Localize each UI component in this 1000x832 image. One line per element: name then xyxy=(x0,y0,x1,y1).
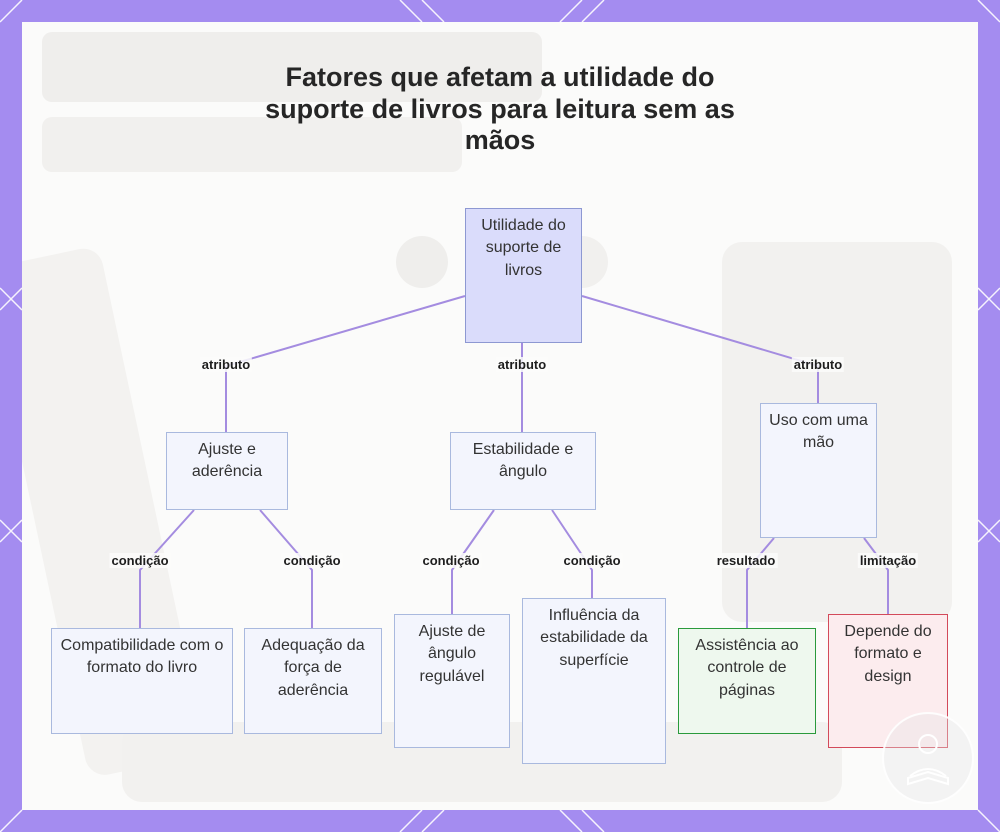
book-reader-icon xyxy=(882,712,974,804)
edge-label-condition-4: condição xyxy=(561,553,622,568)
edge-label-limitation: limitação xyxy=(858,553,918,568)
node-page-assist: Assistência ao controle de páginas xyxy=(678,628,816,734)
node-stability: Estabilidade e ângulo xyxy=(450,432,596,510)
node-surface: Influência da estabilidade da superfície xyxy=(522,598,666,764)
edge-fit-compat xyxy=(140,510,194,628)
node-angle: Ajuste de ângulo regulável xyxy=(394,614,510,748)
edge-label-attribute-3: atributo xyxy=(792,357,844,372)
edge-label-result: resultado xyxy=(715,553,778,568)
edge-label-condition-1: condição xyxy=(109,553,170,568)
edge-fit-force xyxy=(260,510,312,628)
node-root: Utilidade do suporte de livros xyxy=(465,208,582,343)
edge-onehand-assist xyxy=(747,538,774,628)
edge-label-condition-2: condição xyxy=(281,553,342,568)
node-one-hand: Uso com uma mão xyxy=(760,403,877,538)
node-compatibility: Compatibilidade com o formato do livro xyxy=(51,628,233,734)
edge-label-condition-3: condição xyxy=(420,553,481,568)
edge-label-attribute-1: atributo xyxy=(200,357,252,372)
edge-onehand-depends xyxy=(864,538,888,614)
node-fit: Ajuste e aderência xyxy=(166,432,288,510)
edge-root-onehand xyxy=(582,296,818,403)
diagram-card: Fatores que afetam a utilidade do suport… xyxy=(22,22,978,810)
edge-root-fit xyxy=(226,296,465,432)
node-grip-force: Adequação da força de aderência xyxy=(244,628,382,734)
edge-label-attribute-2: atributo xyxy=(496,357,548,372)
